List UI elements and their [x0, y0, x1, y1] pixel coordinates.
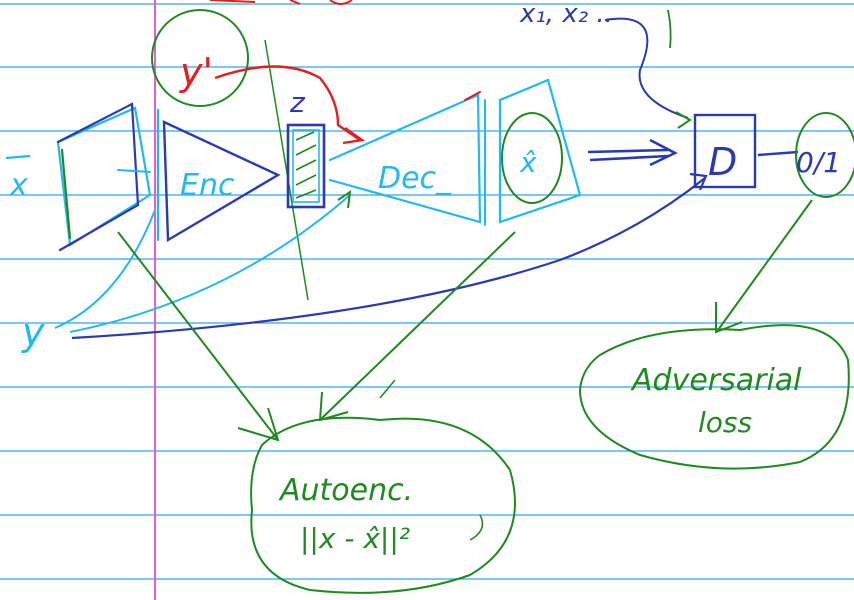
- to-discriminator-arrowhead: [649, 138, 678, 167]
- samples-green-tick: [667, 9, 672, 49]
- y-prime-arrow: [214, 65, 361, 141]
- y-to-discriminator-arrowhead: [689, 172, 708, 191]
- encoder-label: Enc: [180, 168, 235, 203]
- decoder-block: [328, 91, 486, 226]
- autoenc-loss-tick: [379, 379, 484, 541]
- autoenc-loss-blob: [250, 416, 516, 594]
- x-samples-line: [604, 17, 689, 119]
- discriminator-box: [693, 113, 757, 189]
- y-prime-label: y': [179, 50, 213, 94]
- adversarial-loss-blob: [578, 324, 850, 470]
- autoenc-loss-line2: ||x - x̂||²: [300, 522, 410, 555]
- output-trapezoid: [498, 78, 582, 224]
- latent-label: z: [289, 86, 306, 119]
- top-scribble: [209, 0, 353, 5]
- discriminator-label: D: [708, 140, 737, 184]
- y-prime-arrowhead: [342, 127, 366, 145]
- disc-to-output-arrow: [757, 150, 799, 157]
- samples-arrowhead: [675, 111, 692, 129]
- y-to-discriminator-line: [71, 177, 706, 340]
- decoder-label: Dec_: [378, 161, 452, 196]
- output-to-autoenc-arrow: [319, 231, 516, 421]
- adversarial-loss-line1: Adversarial: [630, 363, 802, 398]
- to-discriminator-arrow: [587, 148, 669, 162]
- y-to-decoder-arrowhead: [337, 189, 352, 209]
- autoenc-loss-line1: Autoenc.: [278, 473, 413, 508]
- disc-to-adversarial-arrowhead: [715, 302, 743, 334]
- latent-block: [264, 39, 326, 301]
- y-to-decoder-line: [69, 194, 351, 333]
- y-to-encoder-line: [54, 209, 156, 329]
- ruled-lines: [0, 3, 854, 580]
- x-samples-label: x₁, x₂ ..: [519, 0, 613, 29]
- y-input-label: y: [21, 310, 45, 354]
- x-input-label: x: [9, 168, 28, 203]
- adversarial-loss-line2: loss: [698, 406, 752, 439]
- encoder-block: [156, 108, 281, 243]
- input-to-autoenc-arrow: [117, 231, 279, 441]
- disc-output-circle: [795, 112, 854, 198]
- disc-output-label: 0/1: [796, 146, 841, 179]
- y-prime-circle: [151, 9, 249, 107]
- input-trapezoid: [56, 102, 152, 252]
- x-bar: [5, 154, 31, 160]
- input-to-autoenc-arrowhead: [237, 407, 280, 442]
- disc-to-adversarial-arrow: [717, 199, 813, 331]
- x-hat-label: x̂: [519, 146, 537, 179]
